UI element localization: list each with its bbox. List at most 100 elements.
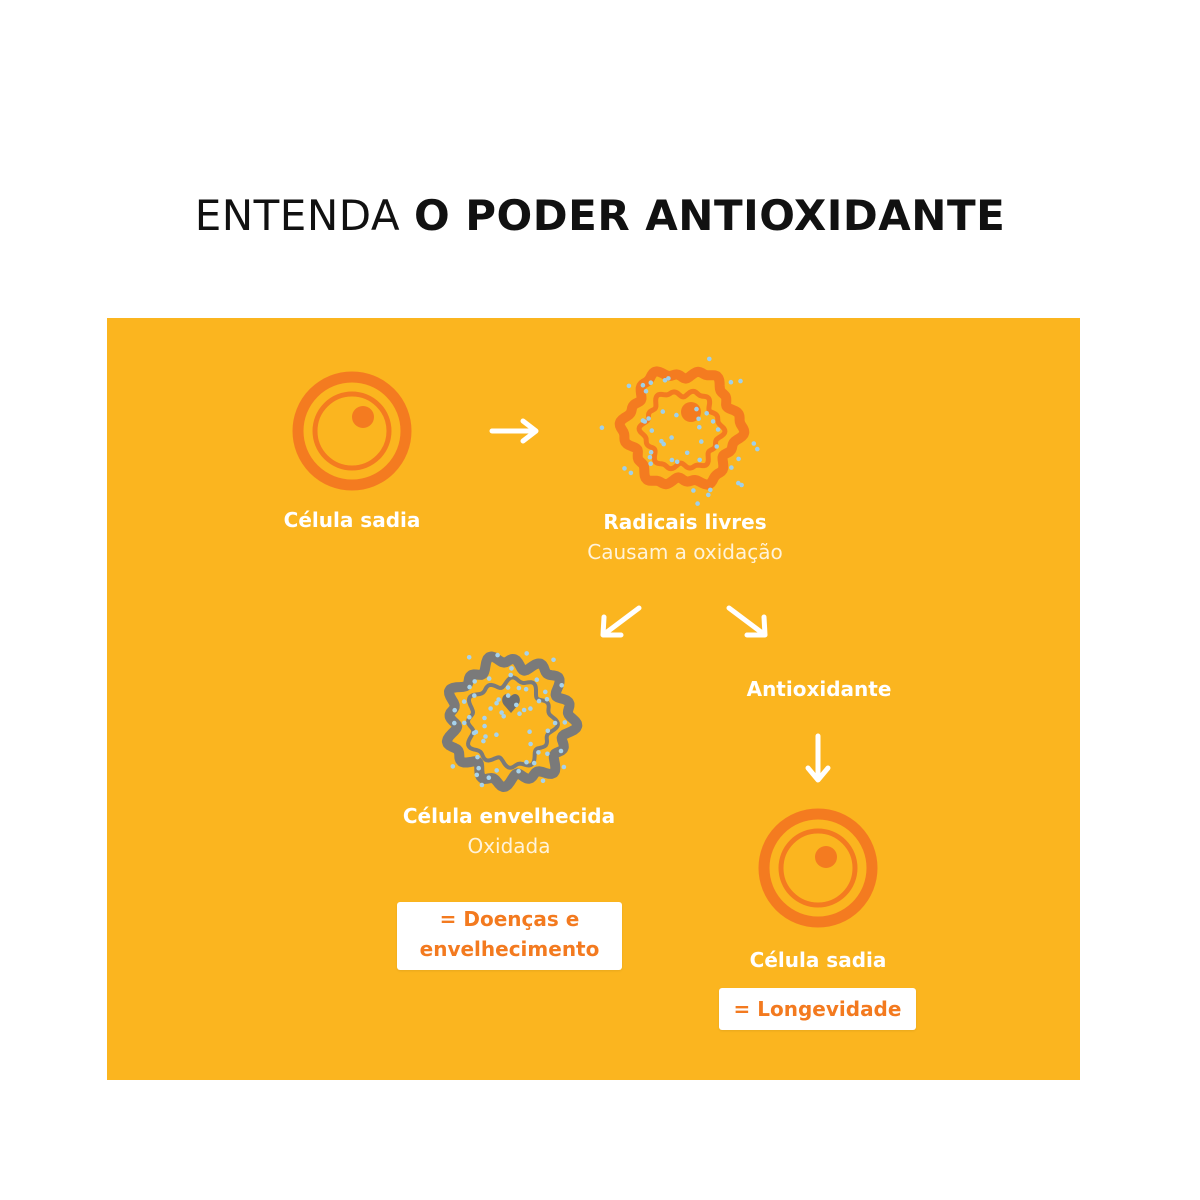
radical-dot	[472, 679, 478, 684]
radical-dot	[531, 760, 537, 766]
radical-dot	[516, 768, 521, 774]
radical-dot	[486, 775, 492, 780]
radical-dot	[643, 388, 649, 394]
radical-dot	[729, 465, 734, 470]
radical-dot	[495, 652, 500, 658]
radical-dot	[528, 741, 533, 747]
arrow-down-icon	[805, 733, 831, 783]
radical-dot	[736, 456, 741, 462]
arrow-down-left-icon	[600, 605, 642, 638]
radical-dot	[559, 683, 564, 688]
radical-dot	[640, 382, 646, 388]
radical-dot	[628, 470, 634, 476]
healthy-cell-label-2: Célula sadia	[749, 948, 887, 972]
radical-dot	[649, 428, 655, 433]
radical-dot	[543, 689, 548, 695]
radical-dot	[715, 427, 721, 432]
radical-dot	[521, 707, 527, 713]
radical-dot	[562, 720, 568, 725]
radical-dot	[728, 379, 734, 385]
radical-dot	[714, 444, 719, 449]
radical-dot	[536, 750, 541, 755]
radical-dot	[691, 488, 696, 493]
radical-dot	[534, 677, 540, 682]
arrow-right-icon	[489, 418, 539, 444]
radical-dot	[755, 446, 760, 452]
radical-dot	[505, 693, 511, 698]
aged-result-badge: = Doenças e envelhecimento	[397, 902, 622, 970]
radical-dot	[697, 457, 702, 463]
radical-dot	[528, 706, 533, 711]
radical-dot	[475, 754, 480, 760]
radical-dot	[699, 439, 704, 444]
aged-result-line-2: envelhecimento	[419, 937, 600, 961]
radical-dot	[482, 715, 487, 721]
diagram-panel: Célula sadia Radicais livres Causam a ox…	[107, 318, 1080, 1080]
radical-dot	[648, 449, 654, 455]
diagram-graphics	[292, 356, 878, 928]
radical-dot	[552, 720, 558, 726]
radical-dot	[599, 425, 605, 430]
radical-dot	[669, 435, 674, 440]
aged-cell-icon	[441, 651, 583, 792]
healthy-cell-icon	[292, 371, 412, 491]
arrow-down-right-icon	[726, 605, 768, 638]
radical-dot	[707, 356, 712, 362]
radical-dot	[466, 655, 472, 660]
radical-dot	[488, 706, 493, 711]
radical-dot	[540, 778, 546, 784]
radical-dot	[494, 732, 499, 737]
radical-dot	[710, 419, 716, 424]
title-light: ENTENDA	[194, 191, 401, 240]
radical-dot	[508, 672, 513, 678]
free-radicals-label: Radicais livres	[603, 510, 767, 534]
radical-dot	[706, 492, 711, 498]
radical-dot	[467, 714, 472, 720]
radical-dot	[551, 657, 556, 663]
radical-dot	[751, 441, 757, 446]
radical-dot	[666, 376, 671, 381]
radical-dot	[524, 759, 529, 765]
radical-dot	[708, 487, 713, 493]
radical-dot	[499, 710, 504, 715]
healthy-cell-icon-2	[758, 808, 878, 928]
radical-dot	[674, 412, 679, 418]
radical-dot	[523, 686, 529, 692]
antioxidant-label: Antioxidante	[746, 677, 892, 701]
healthy-cell-label: Célula sadia	[283, 508, 421, 532]
radical-dot	[482, 723, 487, 729]
radical-dot	[483, 734, 488, 739]
radical-dot	[452, 707, 458, 713]
radical-dot	[545, 728, 551, 734]
radical-dot	[738, 378, 743, 384]
radical-dot	[558, 748, 564, 754]
radical-dot	[452, 720, 457, 726]
radical-dot	[486, 676, 492, 681]
radical-dot	[674, 459, 680, 465]
radical-dot	[524, 651, 529, 656]
radical-dot	[660, 409, 666, 414]
radical-dot	[496, 697, 501, 702]
radical-dot	[517, 711, 522, 716]
radical-dot	[622, 466, 627, 471]
radical-dot	[536, 698, 542, 704]
radical-dot	[494, 768, 500, 773]
radical-dot	[704, 411, 709, 416]
radical-dot	[659, 438, 664, 444]
free-radicals-sub: Causam a oxidação	[587, 540, 783, 564]
free-radical-cell-icon	[599, 356, 760, 506]
radical-dot	[505, 685, 511, 690]
radical-dot	[640, 418, 646, 423]
aged-result-line-1: = Doenças e	[439, 907, 580, 931]
radical-dot	[516, 685, 522, 691]
radical-dot	[544, 696, 550, 702]
page-title: ENTENDA O PODER ANTIOXIDANTE	[0, 188, 1200, 244]
radical-dot	[481, 738, 486, 744]
radical-dot	[467, 684, 472, 690]
radical-dot	[472, 693, 477, 698]
radical-dot	[646, 416, 651, 421]
aged-cell-sub: Oxidada	[467, 834, 551, 858]
radical-dot	[461, 699, 467, 704]
radical-dot	[514, 702, 519, 708]
title-bold: O PODER ANTIOXIDANTE	[413, 191, 1006, 240]
